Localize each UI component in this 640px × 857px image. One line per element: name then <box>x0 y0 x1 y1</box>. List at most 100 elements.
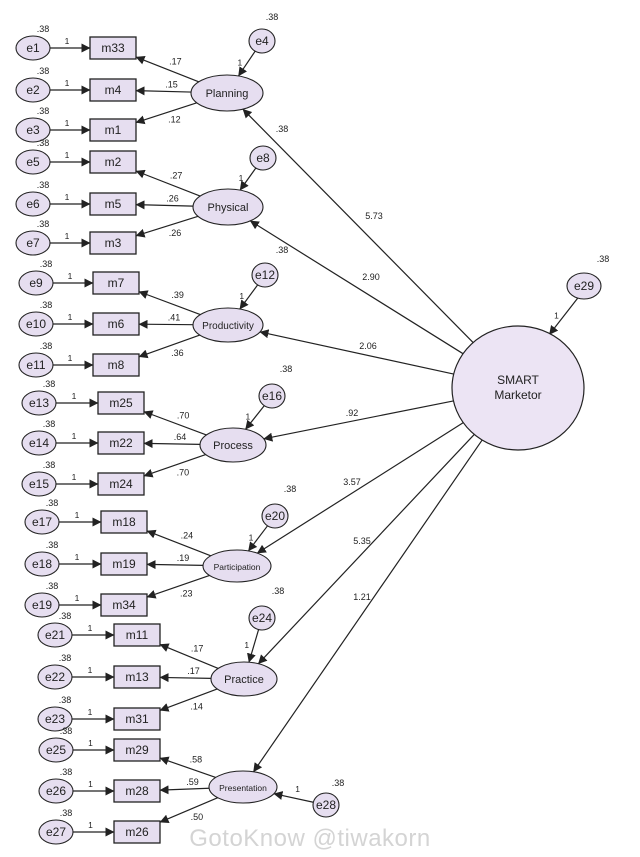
error-variance-label: .38 <box>40 341 53 351</box>
loading-presentation-m28: .59 <box>186 777 199 787</box>
error-loading-label: 1 <box>249 532 254 542</box>
latent-presentation: Presentation <box>208 770 278 804</box>
error-node-e6: e6 <box>15 191 51 217</box>
error-loading-label: 1 <box>295 784 300 794</box>
indicator-label: m4 <box>105 83 122 97</box>
loading-process-m22: .64 <box>174 432 187 442</box>
latent-physical: Physical <box>192 188 264 226</box>
latent-smart-marketor-label-2: Marketor <box>494 388 541 402</box>
loading-presentation-m26: .50 <box>191 812 204 822</box>
error-variance-label: .38 <box>266 12 279 22</box>
indicator-label: m24 <box>109 477 133 491</box>
error-variance-label: .38 <box>40 300 53 310</box>
edge-smart-to-presentation <box>252 439 483 773</box>
loading-participation-m34: .23 <box>180 588 193 598</box>
error-loading-label: 1 <box>244 640 249 650</box>
indicator-label: m3 <box>105 236 122 250</box>
indicator-m3: m3 <box>89 231 137 255</box>
indicator-m22: m22 <box>97 431 145 455</box>
edge-smart-to-physical <box>249 220 464 355</box>
error-variance-label: .38 <box>332 778 345 788</box>
edge-process-to-m22 <box>143 439 201 449</box>
error-node-label: e9 <box>29 276 43 290</box>
loading-physical-m3: .26 <box>169 228 182 238</box>
indicator-m28: m28 <box>113 779 161 803</box>
edge-participation-to-m19 <box>146 560 204 570</box>
edge-e20-to-participation <box>247 525 269 552</box>
error-node-label: e15 <box>29 477 49 491</box>
indicator-m26: m26 <box>113 820 161 844</box>
latent-planning-label: Planning <box>206 88 249 100</box>
latent-participation-label: Participation <box>214 562 261 572</box>
error-loading-label: 1 <box>88 738 93 748</box>
error-node-e5: e5 <box>15 149 51 175</box>
error-node-e3: e3 <box>15 117 51 143</box>
error-node-e8: e8 <box>249 145 277 171</box>
error-node-e19: e19 <box>24 592 60 618</box>
loading-productivity-m7: .39 <box>171 290 184 300</box>
error-node-e11: e11 <box>18 352 54 378</box>
error-node-label: e2 <box>26 83 40 97</box>
error-node-e26: e26 <box>38 778 74 804</box>
error-loading-label: 1 <box>72 431 77 441</box>
error-node-label: e27 <box>46 825 66 839</box>
edge-productivity-to-m7 <box>138 290 201 316</box>
error-loading-label: 1 <box>65 36 70 46</box>
error-node-label: e28 <box>316 798 336 812</box>
error-node-e16: e16 <box>258 383 286 409</box>
error-node-label: e22 <box>45 670 65 684</box>
error-variance-label: .38 <box>37 219 50 229</box>
error-node-e17: e17 <box>24 509 60 535</box>
loading-smart-process: .92 <box>346 408 359 418</box>
edge-e4-to-planning <box>237 50 256 77</box>
edge-planning-to-m33 <box>135 56 199 83</box>
error-variance-label: .38 <box>59 611 72 621</box>
edge-presentation-to-m29 <box>159 756 216 779</box>
error-loading-label: 1 <box>554 310 559 320</box>
edge-physical-to-m2 <box>135 169 201 197</box>
edge-e16-to-process <box>245 405 265 430</box>
watermark: GotoKnow @tiwakorn <box>189 825 430 852</box>
indicator-m31: m31 <box>113 707 161 731</box>
error-node-e14: e14 <box>21 430 57 456</box>
error-node-e10: e10 <box>18 311 54 337</box>
indicator-m7: m7 <box>92 271 140 295</box>
error-loading-label: 1 <box>88 779 93 789</box>
error-loading-label: 1 <box>68 271 73 281</box>
latent-participation: Participation <box>202 549 272 583</box>
error-variance-label: .38 <box>37 66 50 76</box>
indicator-m29: m29 <box>113 738 161 762</box>
edge-participation-to-m34 <box>146 574 210 599</box>
loading-participation-m18: .24 <box>181 530 194 540</box>
indicator-m25: m25 <box>97 391 145 415</box>
error-node-label: e13 <box>29 396 49 410</box>
latent-process-label: Process <box>213 440 253 452</box>
indicator-m6: m6 <box>92 312 140 336</box>
indicator-label: m5 <box>105 197 122 211</box>
error-loading-label: 1 <box>88 623 93 633</box>
loading-practice-m31: .14 <box>190 702 203 712</box>
error-loading-label: 1 <box>65 192 70 202</box>
error-node-label: e29 <box>574 279 594 293</box>
edge-e29-to-smart <box>548 297 579 335</box>
latent-productivity: Productivity <box>192 307 264 343</box>
error-node-label: e20 <box>265 509 285 523</box>
edge-presentation-to-m28 <box>159 785 210 795</box>
indicator-label: m7 <box>108 276 125 290</box>
error-loading-label: 1 <box>239 291 244 301</box>
error-node-e1: e1 <box>15 35 51 61</box>
error-node-e2: e2 <box>15 77 51 103</box>
error-variance-label: .38 <box>60 808 73 818</box>
error-node-label: e17 <box>32 515 52 529</box>
error-node-label: e21 <box>45 628 65 642</box>
error-node-label: e11 <box>26 358 45 372</box>
edge-presentation-to-m26 <box>159 797 218 824</box>
error-variance-label: .38 <box>37 180 50 190</box>
error-node-e13: e13 <box>21 390 57 416</box>
error-variance-label: .38 <box>276 245 289 255</box>
loading-planning-m33: .17 <box>169 56 182 66</box>
error-variance-label: .38 <box>40 259 53 269</box>
error-node-label: e24 <box>252 611 272 625</box>
indicator-label: m25 <box>109 396 133 410</box>
indicator-label: m2 <box>105 155 122 169</box>
